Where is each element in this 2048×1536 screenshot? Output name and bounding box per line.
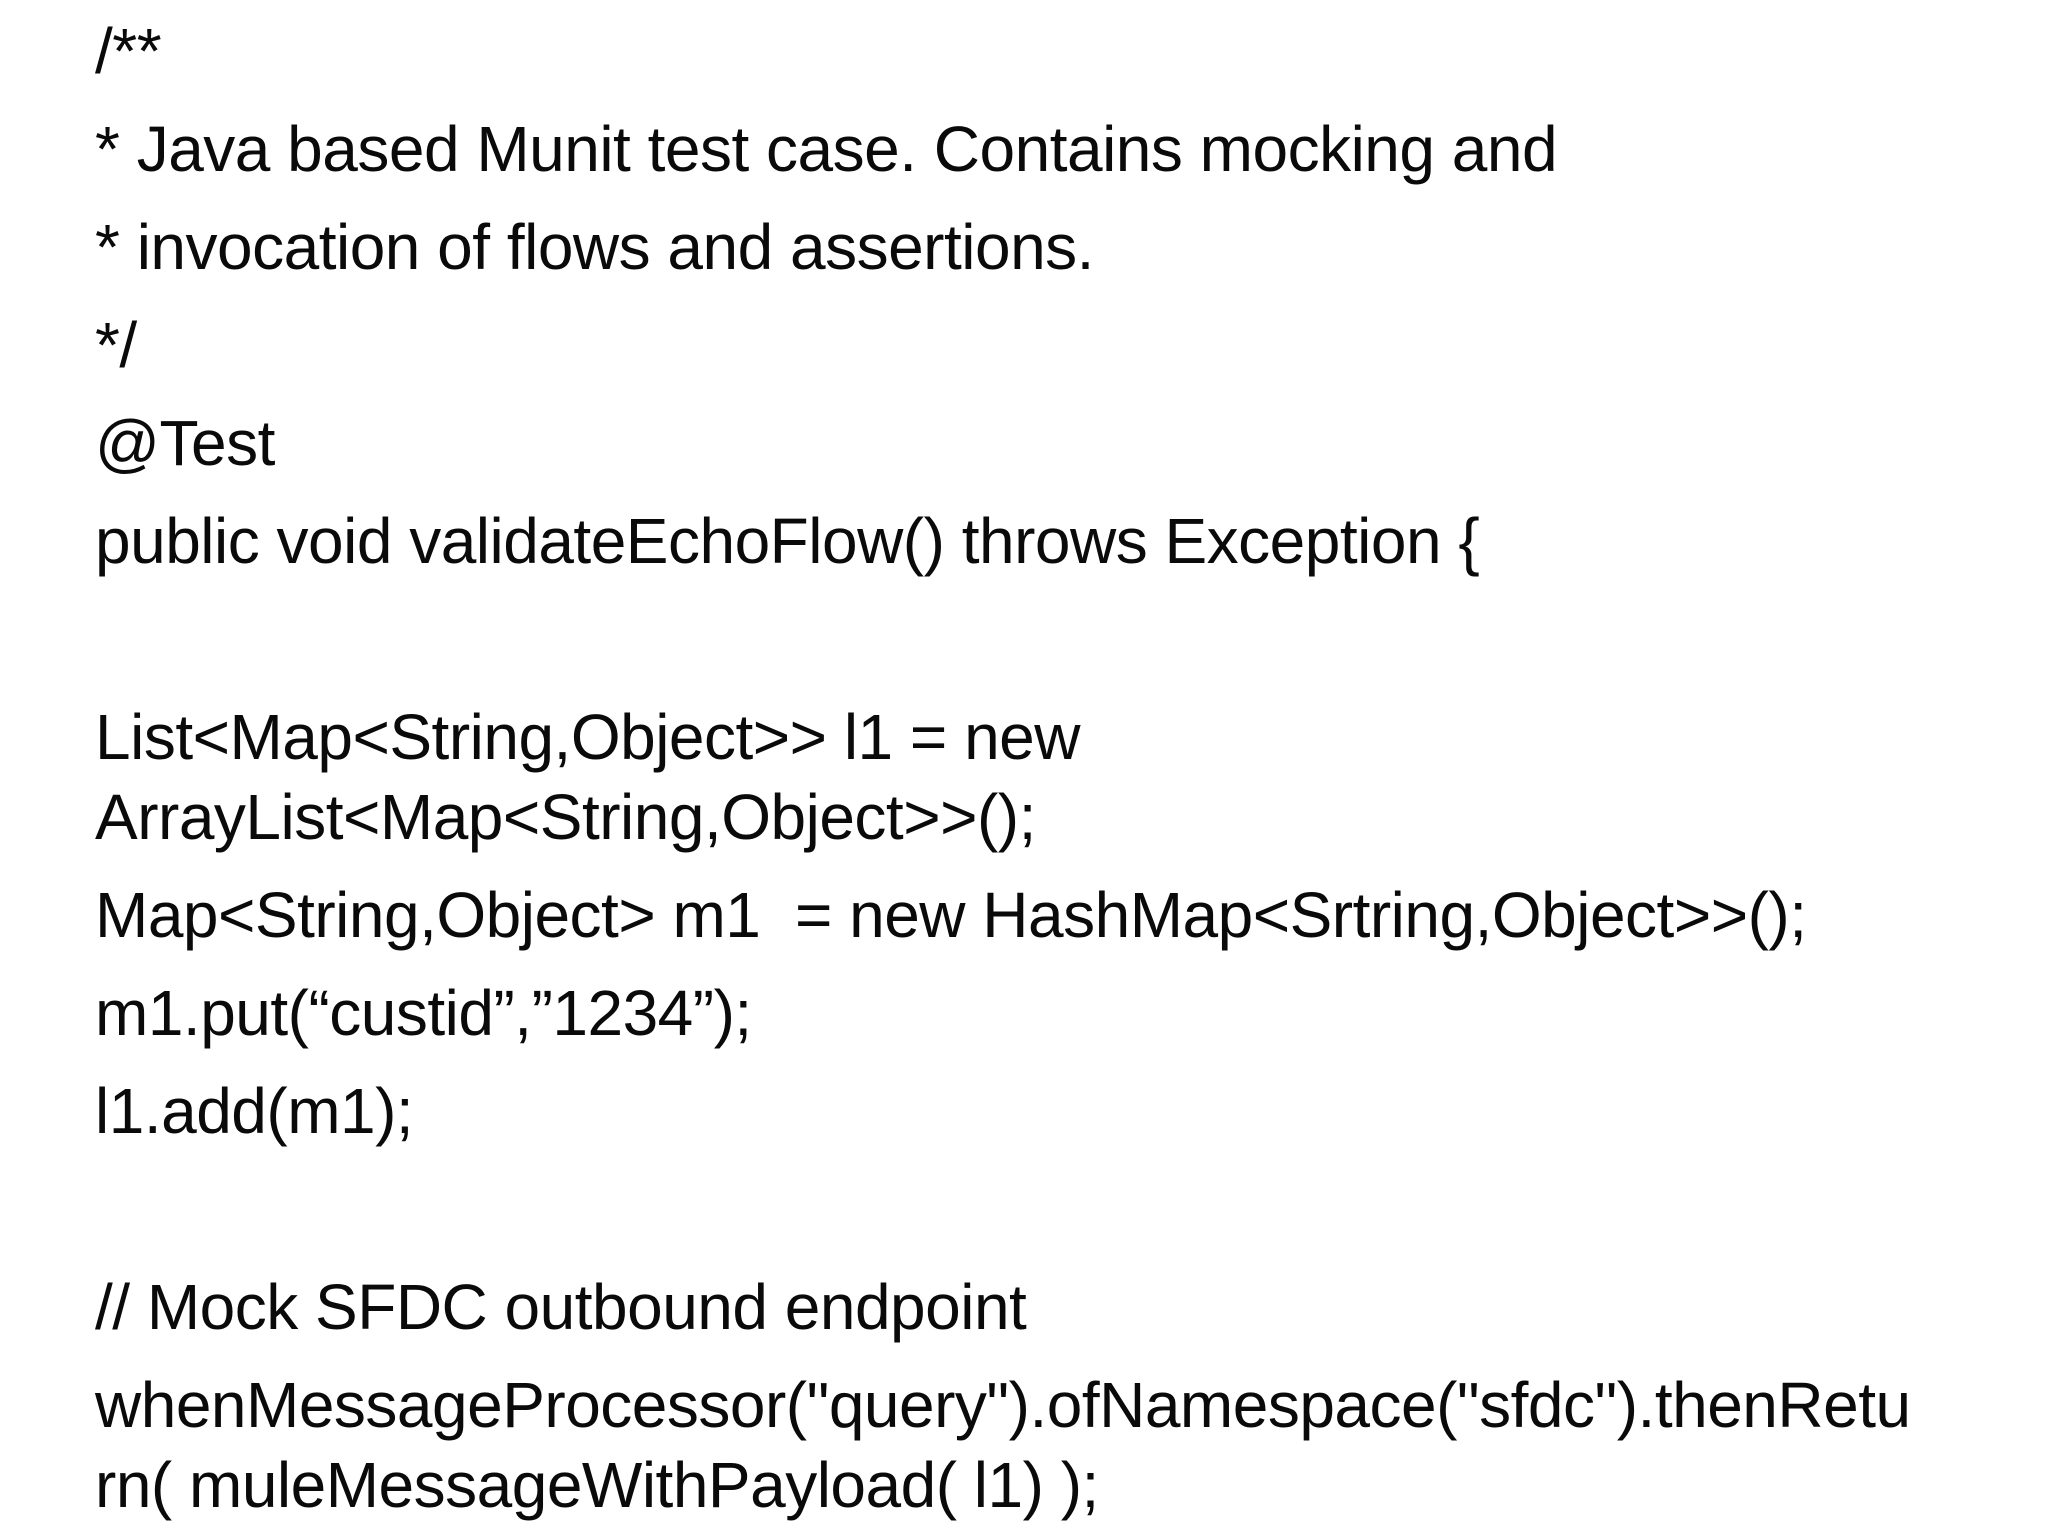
code-line-blank	[95, 1169, 2048, 1249]
code-line-comment-text-1: * Java based Munit test case. Contains m…	[95, 113, 1558, 185]
code-line-map-declaration: Map<String,Object> m1 = new HashMap<Srtr…	[95, 879, 1807, 951]
code-line-list-declaration-wrap: ArrayList<Map<String,Object>>();	[95, 781, 1036, 853]
code-line-blank	[95, 599, 2048, 679]
code-line-list-add: l1.add(m1);	[95, 1075, 414, 1147]
code-line-mock-statement: whenMessageProcessor("query").ofNamespac…	[95, 1369, 1911, 1441]
code-line-comment-close: */	[95, 309, 137, 381]
code-line-map-put: m1.put(“custid”,”1234”);	[95, 977, 752, 1049]
code-line-comment-open: /**	[95, 15, 162, 87]
code-line-mock-comment: // Mock SFDC outbound endpoint	[95, 1271, 1027, 1343]
code-line-mock-statement-wrap: rn( muleMessageWithPayload( l1) );	[95, 1449, 1099, 1521]
code-line-test-annotation: @Test	[95, 407, 275, 479]
code-line-comment-text-2: * invocation of flows and assertions.	[95, 211, 1094, 283]
code-line-list-declaration: List<Map<String,Object>> l1 = new	[95, 701, 1080, 773]
code-line-method-signature: public void validateEchoFlow() throws Ex…	[95, 505, 1480, 577]
